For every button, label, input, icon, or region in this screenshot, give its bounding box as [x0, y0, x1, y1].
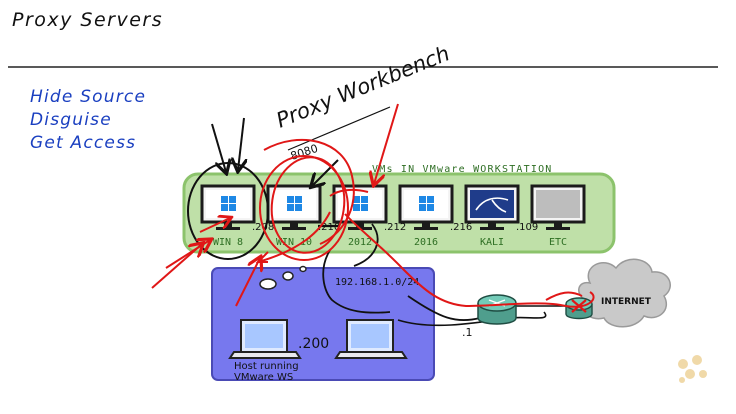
kali-dragon-icon — [475, 197, 509, 213]
host-ip: .200 — [298, 336, 329, 352]
port-note: 8080 — [289, 142, 320, 163]
windows-logo-icon — [287, 196, 302, 211]
host-caption-line: Host running — [234, 361, 299, 372]
red-arrow — [374, 103, 399, 184]
goal-item: Disguise — [30, 110, 112, 130]
link-line — [407, 295, 481, 322]
vm-name-label: WIN 10 — [276, 237, 312, 248]
router-ip: .1 — [462, 326, 473, 339]
vm-monitor: KALI .109 — [464, 184, 538, 248]
goal-item: Hide Source — [30, 87, 146, 107]
internet-label: INTERNET — [601, 297, 652, 307]
goal-item: Get Access — [30, 133, 136, 153]
windows-logo-icon — [419, 196, 434, 211]
windows-logo-icon — [353, 196, 368, 211]
subnet-label: 192.168.1.0/24 — [335, 277, 419, 288]
vm-name-label: KALI — [480, 237, 504, 248]
vm-ip-label: .210 — [318, 222, 340, 233]
link-line — [322, 249, 391, 314]
vm-name-label: 2016 — [414, 237, 438, 248]
vm-monitor: WIN 10 .210 — [266, 184, 340, 248]
vm-name-label: ETC — [549, 237, 567, 248]
red-x-mark — [571, 299, 587, 313]
page-title: Proxy Servers — [12, 9, 163, 31]
link-line — [353, 223, 379, 267]
host-caption-line: VMware WS — [234, 372, 293, 383]
red-arrow — [199, 218, 230, 233]
vm-monitor: 2016 .216 — [398, 184, 472, 248]
router-icon — [477, 294, 517, 325]
router-icon — [565, 297, 593, 320]
laptop-icon — [228, 319, 302, 359]
watermark-logo — [678, 355, 707, 383]
vm-panel-label: VMs IN VMware WORKSTATION — [372, 164, 553, 175]
vm-ip-label: .109 — [516, 222, 538, 233]
vm-monitor: ETC — [530, 184, 586, 248]
laptop-icon — [334, 319, 408, 359]
arrow-down — [238, 117, 244, 170]
red-arrow — [235, 258, 260, 307]
vm-ip-label: .212 — [384, 222, 406, 233]
arrow-down — [312, 159, 339, 186]
vm-name-label: 2012 — [348, 237, 372, 248]
goals-list: Hide Source Disguise Get Access — [30, 87, 146, 153]
vm-ip-label: .216 — [450, 222, 472, 233]
windows-logo-icon — [221, 196, 236, 211]
red-annotations — [255, 138, 595, 308]
proxy-label-underline — [287, 106, 391, 151]
vm-name-label: WIN 8 — [213, 237, 243, 248]
red-arrow — [165, 240, 210, 269]
thought-bubbles — [259, 265, 307, 290]
arrow-down — [211, 123, 226, 172]
